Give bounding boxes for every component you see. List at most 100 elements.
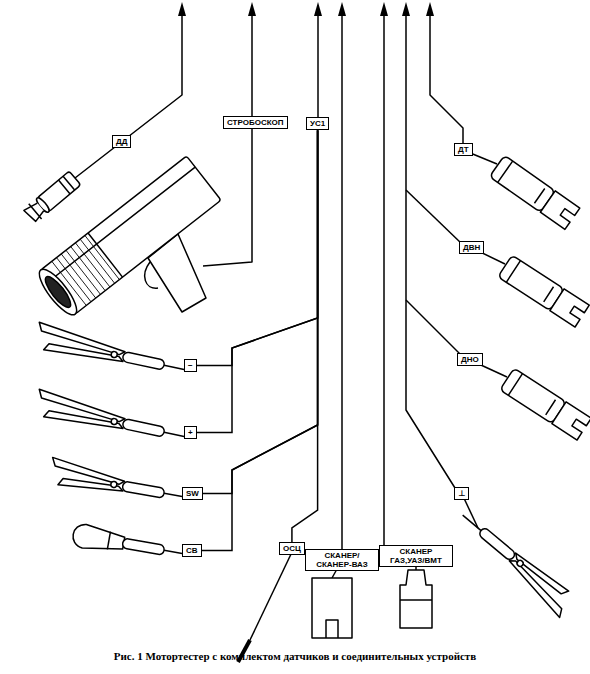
reference-sensor <box>500 368 590 440</box>
sensor-housing <box>498 255 564 311</box>
label-box: − <box>184 359 197 372</box>
arrow-head <box>338 2 346 16</box>
label-text: + <box>188 428 193 437</box>
clip-grip <box>478 527 517 562</box>
label-box: ОСЦ <box>279 542 305 555</box>
arrow-head <box>402 2 410 16</box>
gun-lens <box>34 264 83 319</box>
arrow-head <box>314 2 322 16</box>
cable-wire <box>317 8 319 120</box>
clip-jaw-lower <box>58 476 124 496</box>
clip-jaw-lower <box>44 408 124 433</box>
cable-connector <box>197 130 318 432</box>
label-box: СКАНЕР ГАЗ,УАЗ/ВМТ <box>379 545 453 567</box>
label-box: УС1 <box>306 117 329 130</box>
cable-wire <box>406 300 462 356</box>
label-box: СВ <box>182 544 202 557</box>
cable-wire <box>341 8 343 552</box>
label-text: ОСЦ <box>283 544 301 553</box>
label-text: SW <box>186 489 199 498</box>
label-box: СКАНЕР/ СКАНЕР-ВАЗ <box>305 549 379 571</box>
arrow-head <box>380 2 388 16</box>
knurl <box>85 235 119 279</box>
knurl <box>75 243 109 287</box>
pressure-sensor <box>23 170 82 224</box>
cable-wire <box>430 8 463 146</box>
sensor-clip <box>23 199 47 224</box>
clip-grip <box>122 352 165 371</box>
connector-layer <box>197 130 318 550</box>
label-text: ⊥ <box>458 489 465 498</box>
sensor-detail <box>506 261 555 306</box>
connector-slot <box>326 620 338 638</box>
clip-grip <box>122 481 165 498</box>
plug-detail <box>400 599 432 601</box>
label-box: + <box>184 426 197 439</box>
label-text: ДНО <box>461 355 479 364</box>
arrow-head <box>248 2 256 16</box>
clip-pivot <box>516 559 524 567</box>
ground-clip <box>452 507 576 617</box>
label-text: ДВН <box>463 243 480 252</box>
clip-pivot <box>111 351 118 358</box>
cable-connector <box>197 130 318 365</box>
clip-pivot <box>110 481 117 488</box>
hv-probe <box>71 522 190 566</box>
cable-wire <box>250 552 292 640</box>
arrow-head <box>178 2 186 16</box>
label-text: СВ <box>186 546 198 555</box>
label-box: ⊥ <box>454 487 469 500</box>
scanner-connector <box>312 578 352 638</box>
label-text: ДД <box>116 137 127 146</box>
arrow-head <box>426 2 434 16</box>
figure-caption: Рис. 1 Мотортестер с комплектом датчиков… <box>0 650 590 662</box>
positive-clamp <box>34 389 191 447</box>
label-text: СКАНЕР/ СКАНЕР-ВАЗ <box>309 551 375 569</box>
cable-wire <box>75 8 182 178</box>
probe-tip <box>71 522 126 555</box>
clip-pivot <box>111 418 118 425</box>
illustration <box>23 2 590 662</box>
label-box: ДД <box>112 135 131 148</box>
knurl <box>71 247 105 291</box>
cable-wire <box>383 8 385 545</box>
sensor-housing <box>500 368 566 424</box>
switch-clip <box>48 457 190 507</box>
label-box: ДВН <box>459 241 484 254</box>
knurl <box>80 239 114 283</box>
label-text: СТРОБОСКОП <box>227 118 284 127</box>
label-box: ДТ <box>454 143 473 156</box>
clip-jaw-lower <box>44 341 124 366</box>
label-box: SW <box>182 487 203 500</box>
sensor-line <box>58 176 74 194</box>
knurl <box>66 250 100 294</box>
label-box: ДНО <box>457 353 483 366</box>
label-text: ДТ <box>458 145 469 154</box>
cable-wire <box>203 8 252 266</box>
scanner-plug <box>400 570 432 628</box>
label-text: СКАНЕР ГАЗ,УАЗ/ВМТ <box>383 547 449 565</box>
stroboscope-gun <box>34 156 221 320</box>
cable-connector <box>203 130 318 493</box>
sensor-jaw <box>552 402 590 440</box>
gun-lens-inner <box>42 273 75 310</box>
sensor-detail <box>498 161 547 206</box>
cable-wire <box>406 190 462 244</box>
label-text: − <box>188 361 193 370</box>
probe-tip-line <box>107 532 110 550</box>
negative-clamp <box>34 322 191 380</box>
clip-wire <box>463 515 481 530</box>
label-box: СТРОБОСКОП <box>223 116 288 129</box>
cable-connector <box>202 130 318 550</box>
sensor-jaw <box>550 289 589 327</box>
gun-trigger <box>145 262 158 288</box>
voltage-sensor <box>498 255 589 327</box>
sensor-jaw <box>540 191 579 230</box>
sensor-detail <box>508 374 557 419</box>
label-text: УС1 <box>310 119 325 128</box>
clip-grip <box>122 538 165 555</box>
cable-connector <box>292 130 318 542</box>
temperature-sensor <box>490 155 580 229</box>
